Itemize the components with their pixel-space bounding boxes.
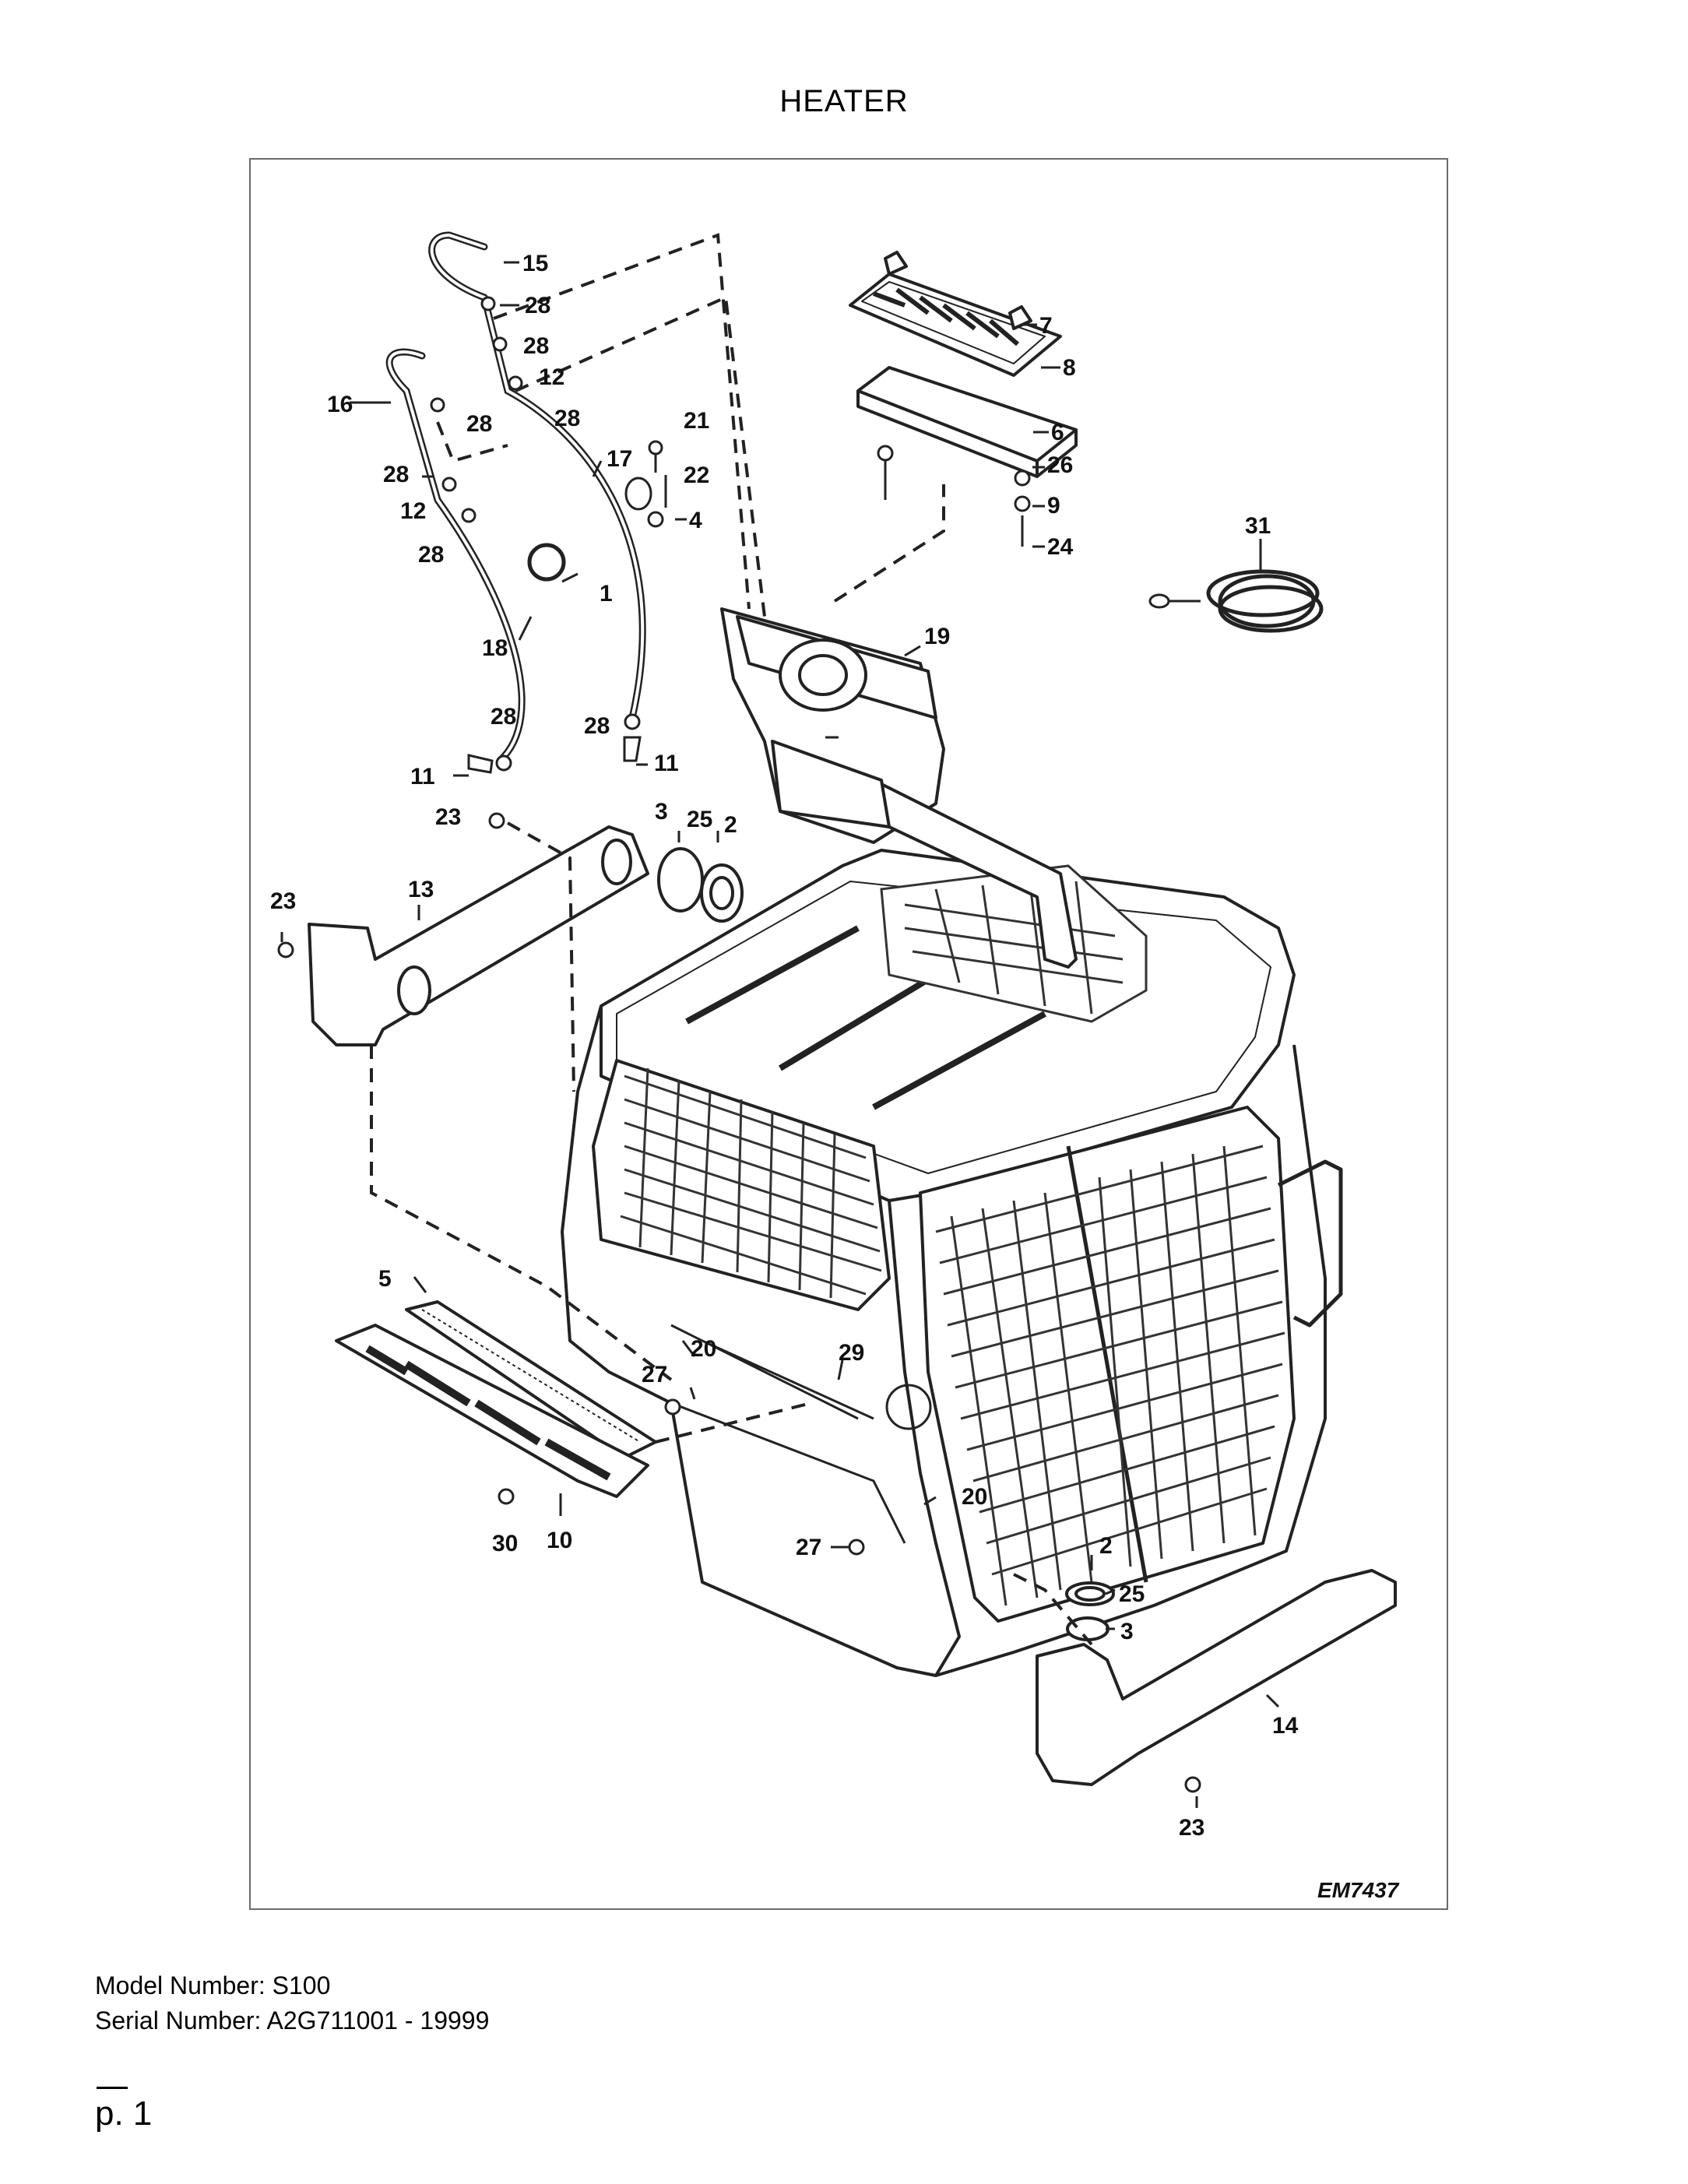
callout-23-c: 23: [1179, 1815, 1204, 1841]
callout-11-a: 11: [410, 764, 435, 790]
cab-side-mesh: [620, 1067, 882, 1299]
right-duct: [1036, 1569, 1397, 1786]
callout-24: 24: [1047, 534, 1074, 560]
callout-12-b: 12: [400, 498, 426, 524]
callout-28-b: 28: [523, 333, 549, 359]
cab-front-mesh: [935, 1145, 1285, 1606]
heater-blower-unit: [720, 607, 1078, 969]
callout-28-d: 28: [554, 406, 580, 431]
callout-17: 17: [607, 446, 632, 472]
callout-9: 9: [1047, 493, 1060, 519]
callout-21: 21: [684, 408, 709, 434]
callout-15: 15: [522, 251, 548, 276]
callout-ticks: [280, 261, 1280, 1808]
seal-coil: [1148, 569, 1324, 633]
page-title: HEATER: [779, 84, 909, 118]
callout-10: 10: [547, 1528, 572, 1553]
top-grille-assembly: [849, 251, 1078, 478]
hose-clamps: [430, 296, 652, 774]
callout-22: 22: [684, 462, 709, 488]
callout-28-a: 28: [525, 293, 550, 318]
callout-23-a: 23: [435, 804, 461, 830]
callout-11-b: 11: [654, 751, 679, 776]
diagram-frame: 15 28 28 12 16 28 28 21 17 22 28 12 4 28…: [249, 158, 1448, 1910]
callout-2-b: 2: [1099, 1533, 1113, 1559]
callout-23-b: 23: [270, 888, 296, 914]
callout-28-f: 28: [418, 542, 444, 568]
callout-27-a: 27: [642, 1362, 667, 1387]
callout-16: 16: [327, 392, 353, 417]
callout-25-b: 25: [1119, 1581, 1145, 1607]
callout-3-a: 3: [655, 799, 668, 825]
heater-hoses-inner: [388, 233, 645, 762]
callout-7: 7: [1039, 313, 1053, 339]
heater-exploded-diagram: 15 28 28 12 16 28 28 21 17 22 28 12 4 28…: [270, 231, 1400, 1902]
callout-28-h: 28: [584, 713, 610, 739]
callout-3-b: 3: [1120, 1619, 1134, 1644]
callout-14: 14: [1272, 1713, 1299, 1739]
heater-hoses: [385, 231, 646, 765]
callout-31: 31: [1245, 513, 1271, 539]
serial-number: Serial Number: A2G711001 - 19999: [95, 2006, 490, 2035]
page-divider: [97, 2087, 128, 2089]
callout-29: 29: [839, 1340, 864, 1366]
callout-28-e: 28: [383, 462, 409, 487]
callout-8: 8: [1063, 355, 1076, 381]
callout-4: 4: [689, 508, 702, 533]
bolts: [277, 440, 1201, 1793]
left-duct: [308, 825, 744, 1046]
diagram-code: EM7437: [1317, 1878, 1400, 1902]
callout-13: 13: [408, 877, 434, 902]
callout-19: 19: [924, 624, 950, 649]
callout-1: 1: [600, 581, 613, 607]
roof-vent: [880, 864, 1148, 1023]
callout-6: 6: [1051, 420, 1064, 445]
callout-labels: 15 28 28 12 16 28 28 21 17 22 28 12 4 28…: [270, 251, 1400, 1902]
model-number: Model Number: S100: [95, 1971, 331, 1999]
callout-18: 18: [482, 635, 508, 661]
dashed-leaders: [370, 233, 1093, 1646]
callout-28-c: 28: [466, 411, 492, 437]
callout-30: 30: [492, 1531, 518, 1556]
callout-5: 5: [378, 1266, 392, 1292]
callout-26: 26: [1047, 452, 1073, 478]
page-number: p. 1: [95, 2094, 153, 2133]
callout-28-g: 28: [491, 704, 516, 730]
callout-2-a: 2: [724, 812, 737, 838]
callout-20-b: 20: [962, 1484, 987, 1510]
callout-12-a: 12: [539, 364, 564, 390]
callout-25-a: 25: [687, 807, 712, 832]
callout-27-b: 27: [796, 1535, 821, 1560]
callout-20-a: 20: [691, 1336, 716, 1362]
